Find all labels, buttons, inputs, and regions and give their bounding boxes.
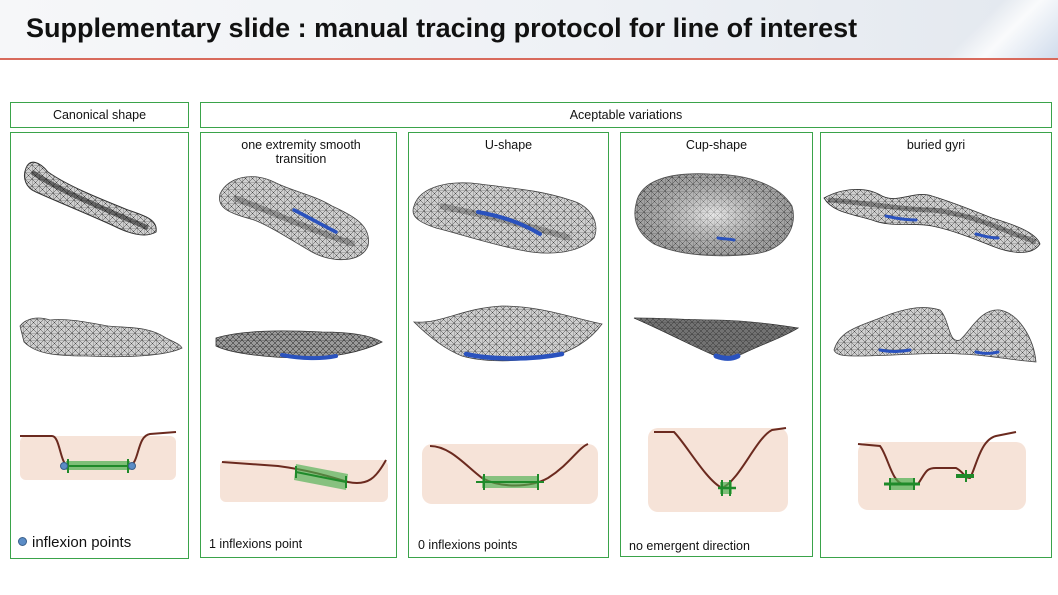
smooth-transition-mesh-side (215, 330, 383, 361)
variations-header-label: Aceptable variations (569, 108, 683, 122)
cup-shape-profile-diagram (648, 427, 788, 512)
cup-shape-mesh-side (633, 317, 800, 361)
panel-title-smooth-transition: one extremity smooth transition (241, 138, 361, 166)
inflexion-point-marker-icon (18, 536, 27, 546)
canonical-header-box (10, 102, 189, 128)
slide-title: Supplementary slide : manual tracing pro… (26, 13, 858, 43)
caption-cup-shape: no emergent direction (629, 539, 750, 553)
canonical-profile-diagram (20, 431, 177, 480)
u-shape-mesh-side (412, 305, 603, 362)
header-decoration (928, 0, 1058, 58)
canonical-sulcus-mesh-top (23, 161, 157, 236)
canonical-header-label: Canonical shape (52, 108, 147, 122)
panel-title-buried-gyri: buried gyri (906, 138, 966, 152)
buried-gyri-mesh-side (833, 307, 1037, 363)
caption-smooth-transition: 1 inflexions point (209, 537, 303, 551)
caption-u-shape: 0 inflexions points (418, 538, 518, 552)
slide-header: Supplementary slide : manual tracing pro… (0, 0, 1058, 60)
legend-inflexion-points: inflexion points (18, 534, 131, 551)
buried-gyri-mesh-top (823, 189, 1041, 253)
u-shape-profile-diagram (422, 443, 598, 504)
canonical-sulcus-mesh-side (19, 317, 183, 358)
panel-title-u-shape: U-shape (484, 138, 533, 152)
u-shape-mesh-top (412, 182, 597, 254)
smooth-transition-profile-diagram (220, 459, 388, 502)
panel-title-cup-shape: Cup-shape (685, 138, 748, 152)
variations-header-box (200, 102, 1052, 128)
smooth-transition-mesh-top (219, 176, 369, 261)
legend-label: inflexion points (32, 534, 132, 551)
buried-gyri-profile-diagram (857, 431, 1026, 510)
cup-shape-mesh-top (634, 173, 794, 257)
